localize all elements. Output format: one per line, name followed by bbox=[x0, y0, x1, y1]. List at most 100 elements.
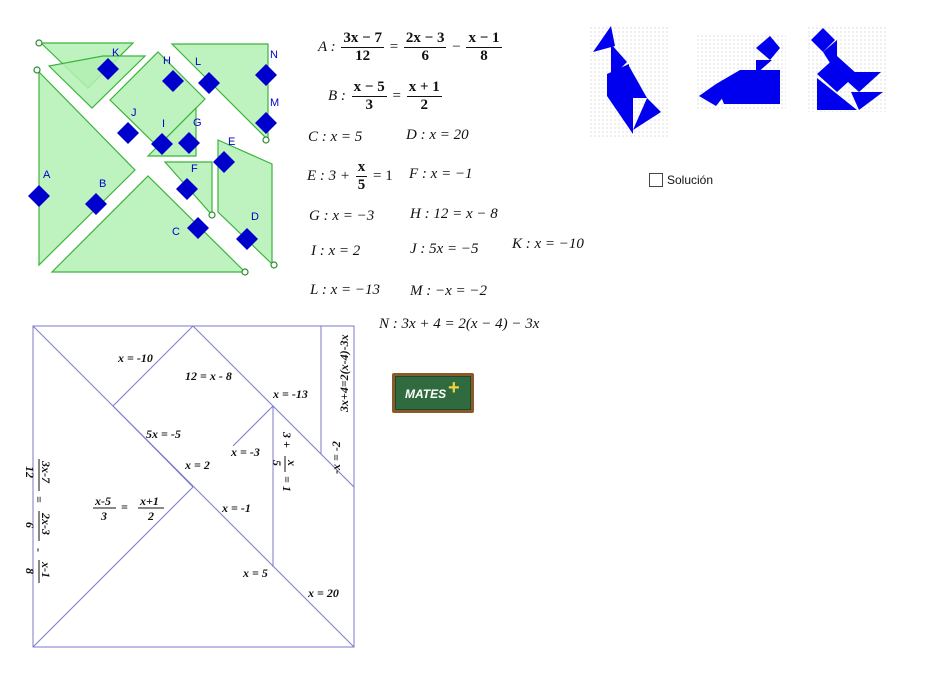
sq-a-d1: 12 bbox=[23, 466, 37, 478]
equation-J: J : 5x = −5 bbox=[410, 241, 479, 257]
eq-E-suffix: = 1 bbox=[373, 167, 393, 184]
figure-giraffe bbox=[589, 26, 669, 138]
solution-label: Solución bbox=[667, 173, 714, 187]
sq-b-d2: 2 bbox=[147, 509, 154, 523]
vertex-handle[interactable] bbox=[270, 261, 278, 269]
marker-M[interactable] bbox=[255, 112, 277, 134]
mates-logo[interactable]: MATES + bbox=[392, 373, 474, 413]
eq-A-n2: 2x − 3 bbox=[403, 30, 447, 48]
label-D: D bbox=[251, 211, 259, 223]
marker-H[interactable] bbox=[162, 70, 184, 92]
equation-I: I : x = 2 bbox=[311, 243, 361, 259]
marker-D[interactable] bbox=[236, 228, 258, 250]
sq-b-eq: = bbox=[121, 500, 128, 514]
sq-vert-right: 3x+4=2(x-4)-3x bbox=[337, 334, 351, 413]
sq-x-neg10: x = -10 bbox=[117, 351, 153, 365]
sq-a-n1: 3x-7 bbox=[39, 460, 53, 484]
label-J: J bbox=[131, 107, 137, 119]
sq-a-minus: - bbox=[32, 548, 46, 552]
eq-A-n3: x − 1 bbox=[466, 30, 502, 48]
sq-b-n2: x+1 bbox=[139, 494, 159, 508]
equation-L: L : x = −13 bbox=[310, 282, 380, 298]
sq-e-den: 5 bbox=[270, 460, 284, 466]
piece-vertices bbox=[33, 39, 278, 276]
eq-E-d: 5 bbox=[357, 177, 366, 193]
square-equations: x = -10 12 = x - 8 x = -13 3x+4=2(x-4)-3… bbox=[23, 334, 351, 600]
label-L: L bbox=[195, 56, 201, 68]
marker-C[interactable] bbox=[187, 217, 209, 239]
eq-B-n2: x + 1 bbox=[406, 79, 442, 97]
marker-labels: A B C D E F G H I J K L M N bbox=[43, 47, 279, 238]
piece-parallelogram-top[interactable] bbox=[47, 55, 147, 109]
sq-neg-x: -x = -2 bbox=[329, 441, 343, 474]
sq-a-d3: 8 bbox=[23, 568, 37, 574]
marker-L[interactable] bbox=[198, 72, 220, 94]
logo-text: MATES bbox=[405, 387, 447, 401]
equation-K: K : x = −10 bbox=[512, 236, 584, 252]
label-N: N bbox=[270, 49, 278, 61]
logo-plus: + bbox=[448, 377, 460, 399]
equation-F: F : x = −1 bbox=[409, 166, 473, 182]
label-M: M bbox=[270, 97, 279, 109]
label-F: F bbox=[191, 163, 198, 175]
vertex-handle[interactable] bbox=[241, 268, 249, 276]
marker-B[interactable] bbox=[85, 193, 107, 215]
sq-fivex: 5x = -5 bbox=[146, 427, 181, 441]
eq-B-d1: 3 bbox=[365, 97, 373, 113]
piece-medium-triangle[interactable] bbox=[170, 43, 269, 142]
eq-E-n: x bbox=[355, 159, 368, 177]
sq-e-eq: = 1 bbox=[280, 476, 294, 492]
vertex-handle[interactable] bbox=[35, 39, 43, 47]
eq-A-prefix: A : bbox=[318, 38, 336, 55]
label-E: E bbox=[228, 136, 235, 148]
sq-x-neg3: x = -3 bbox=[230, 445, 260, 459]
figure-cat bbox=[696, 34, 786, 109]
eq-B-n1: x − 5 bbox=[351, 79, 387, 97]
eq-B-d2: 2 bbox=[420, 97, 428, 113]
solution-checkbox[interactable]: Solución bbox=[649, 173, 713, 187]
equation-M: M : −x = −2 bbox=[410, 283, 488, 299]
tangram-pieces bbox=[38, 42, 273, 273]
piece-markers bbox=[28, 58, 277, 250]
eq-A-d2: 6 bbox=[421, 48, 429, 64]
sq-e-top: 3 + bbox=[280, 431, 294, 448]
sq-x-neg13: x = -13 bbox=[272, 387, 308, 401]
checkbox-square[interactable] bbox=[649, 173, 663, 187]
marker-N[interactable] bbox=[255, 64, 277, 86]
sq-x-20: x = 20 bbox=[307, 586, 339, 600]
vertex-handle[interactable] bbox=[262, 136, 270, 144]
marker-F[interactable] bbox=[176, 178, 198, 200]
vertex-handle[interactable] bbox=[33, 66, 41, 74]
sq-e-num: x bbox=[285, 459, 299, 466]
equation-N: N : 3x + 4 = 2(x − 4) − 3x bbox=[379, 316, 540, 332]
label-I: I bbox=[162, 118, 165, 130]
marker-I[interactable] bbox=[151, 133, 173, 155]
marker-A[interactable] bbox=[28, 185, 50, 207]
label-A: A bbox=[43, 169, 51, 181]
label-K: K bbox=[112, 47, 120, 59]
piece-big-triangle-left[interactable] bbox=[38, 70, 136, 267]
marker-K[interactable] bbox=[97, 58, 119, 80]
marker-G[interactable] bbox=[178, 132, 200, 154]
sq-x-2: x = 2 bbox=[184, 458, 210, 472]
equation-C: C : x = 5 bbox=[308, 129, 363, 145]
sq-b-equation: x-5 3 = x+1 2 bbox=[93, 494, 164, 523]
marker-J[interactable] bbox=[117, 122, 139, 144]
sq-a-d2: 6 bbox=[23, 522, 37, 528]
equation-G: G : x = −3 bbox=[309, 208, 375, 224]
sq-a-n2: 2x-3 bbox=[39, 512, 53, 535]
vertex-handle[interactable] bbox=[208, 211, 216, 219]
sq-a-eq: = bbox=[32, 496, 46, 503]
equation-H: H : 12 = x − 8 bbox=[410, 206, 498, 222]
label-B: B bbox=[99, 178, 106, 190]
sq-a-n3: x-1 bbox=[39, 561, 53, 578]
marker-E[interactable] bbox=[213, 151, 235, 173]
